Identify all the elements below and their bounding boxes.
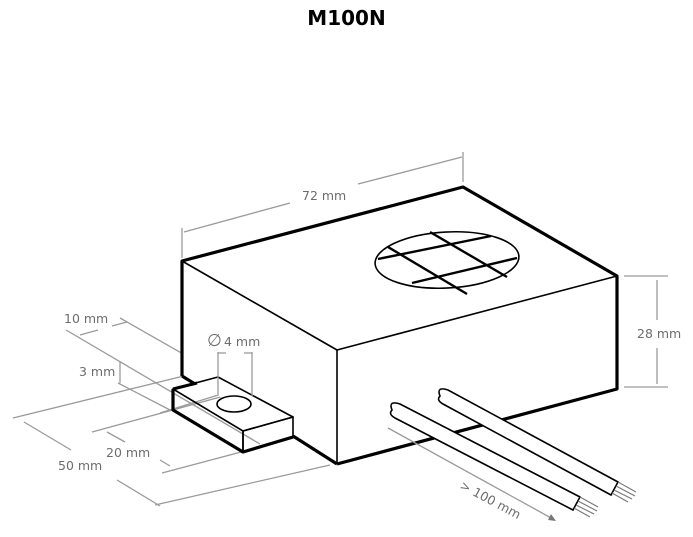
label-28mm: 28 mm	[637, 326, 681, 341]
dimension-28mm	[624, 275, 668, 388]
label-4mm: 4 mm	[224, 334, 260, 349]
label-72mm: 72 mm	[302, 188, 346, 203]
label-50mm: 50 mm	[58, 458, 102, 473]
label-10mm: 10 mm	[64, 311, 108, 326]
wire-left	[389, 402, 599, 518]
dimension-3mm	[117, 362, 171, 411]
module-housing	[180, 185, 619, 466]
label-3mm: 3 mm	[79, 364, 115, 379]
mounting-tab	[171, 376, 294, 454]
speaker-grille	[374, 230, 520, 296]
diagram-title: M100N	[307, 6, 386, 30]
label-20mm: 20 mm	[106, 445, 150, 460]
wire-right	[437, 388, 637, 503]
dimension-100mm	[387, 427, 556, 521]
dimension-72mm	[181, 152, 464, 258]
mounting-hole	[216, 395, 252, 413]
hole-diameter-symbol: ∅	[207, 331, 222, 351]
dimension-4mm	[217, 352, 253, 396]
